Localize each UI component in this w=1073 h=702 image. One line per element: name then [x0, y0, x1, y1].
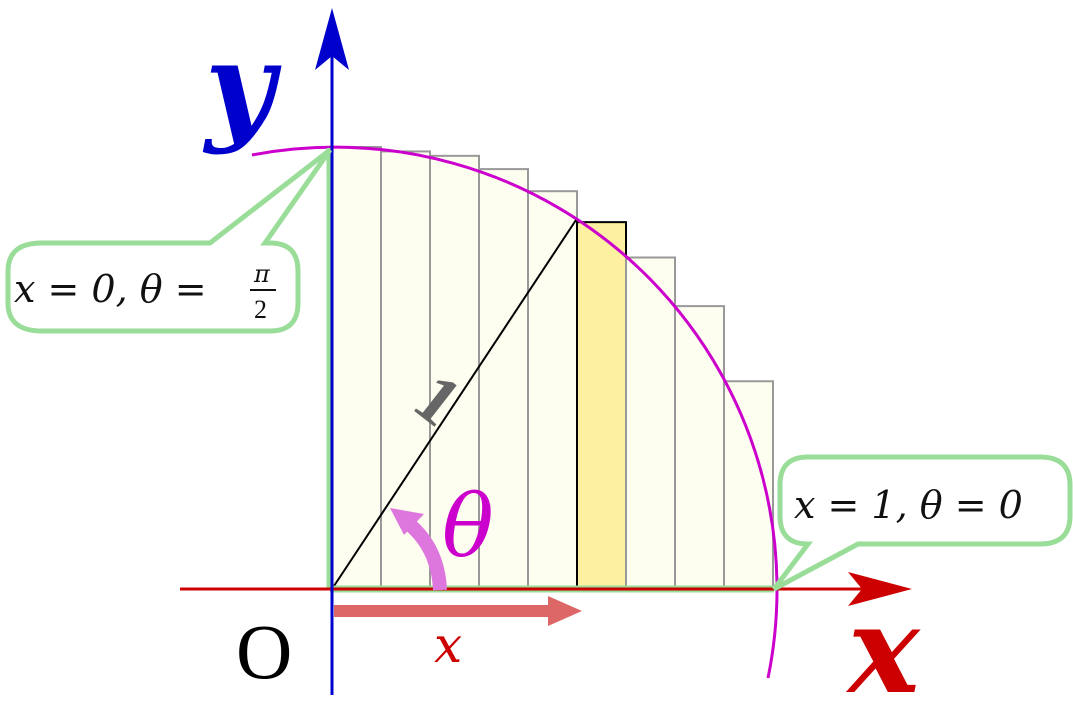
x-length-label: x	[434, 616, 462, 674]
strip	[674, 305, 725, 590]
y-axis-label: y	[202, 16, 282, 157]
callout-top-text: x = 0, θ =	[14, 267, 207, 311]
callout-top-box	[5, 148, 333, 334]
strip	[527, 190, 578, 590]
x-axis-arrowhead	[848, 572, 912, 606]
x-length-arrowhead	[548, 596, 582, 626]
origin-label: O	[236, 608, 292, 695]
callout-right-text: x = 1, θ = 0	[794, 483, 1023, 527]
highlighted-strip	[576, 221, 627, 590]
unit-circle-arc	[251, 145, 779, 679]
riemann-strips	[331, 146, 774, 591]
callout-top-frac-den: 2	[254, 295, 267, 324]
y-axis-arrowhead	[315, 8, 349, 70]
radius-line	[331, 219, 577, 590]
callout-right-box	[772, 454, 1073, 592]
strip	[625, 256, 676, 590]
strip	[331, 146, 382, 590]
x-axis-label: x	[845, 580, 921, 702]
theta-label: θ	[442, 477, 494, 577]
theta-arrowhead	[390, 508, 424, 535]
callout-top-frac-num: π	[253, 260, 271, 288]
